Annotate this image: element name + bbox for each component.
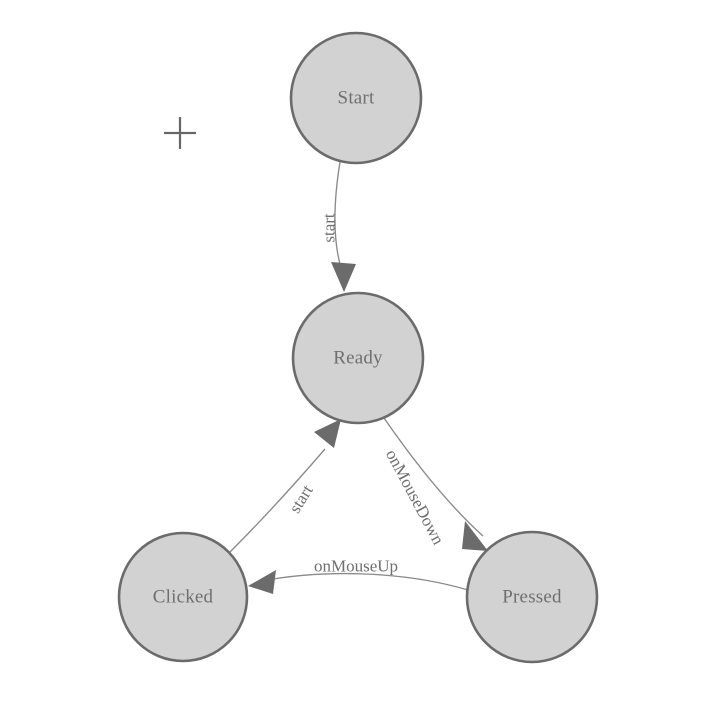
edge-pressed-to-clicked-arrowhead [248, 570, 276, 594]
edge-start-to-ready-arrowhead [331, 262, 356, 292]
state-node-pressed[interactable]: Pressed [465, 530, 599, 664]
edge-ready-to-pressed-arrowhead [462, 521, 488, 551]
state-node-pressed-label: Pressed [502, 587, 562, 608]
state-node-pressed-circle[interactable] [465, 530, 599, 664]
edge-label-pressed-to-clicked: onMouseUp [314, 557, 398, 576]
edge-ready-to-pressed[interactable]: onMouseDown [382, 417, 488, 551]
state-node-start[interactable]: Start [289, 31, 423, 165]
state-node-start-label: Start [338, 88, 375, 109]
edge-label-start-to-ready: start [320, 213, 339, 243]
state-node-clicked[interactable]: Clicked [117, 531, 249, 663]
edge-ready-to-pressed-path[interactable] [383, 417, 484, 537]
crosshair-marker [164, 117, 196, 149]
edge-start-to-ready[interactable]: start [320, 161, 357, 292]
state-node-ready-circle[interactable] [291, 291, 425, 425]
edge-pressed-to-clicked-path[interactable] [261, 572, 469, 591]
edge-clicked-to-ready-arrowhead [314, 419, 341, 448]
state-node-clicked-circle[interactable] [117, 531, 249, 663]
edge-pressed-to-clicked[interactable]: onMouseUp [248, 557, 469, 595]
edge-label-clicked-to-ready: start [285, 481, 317, 516]
state-node-clicked-label: Clicked [153, 587, 214, 608]
state-node-ready[interactable]: Ready [291, 291, 425, 425]
edge-start-to-ready-path[interactable] [334, 161, 342, 269]
edge-clicked-to-ready[interactable]: start [229, 419, 341, 553]
edge-clicked-to-ready-path[interactable] [229, 448, 326, 553]
state-node-start-circle[interactable] [289, 31, 423, 165]
state-node-ready-label: Ready [333, 348, 383, 369]
